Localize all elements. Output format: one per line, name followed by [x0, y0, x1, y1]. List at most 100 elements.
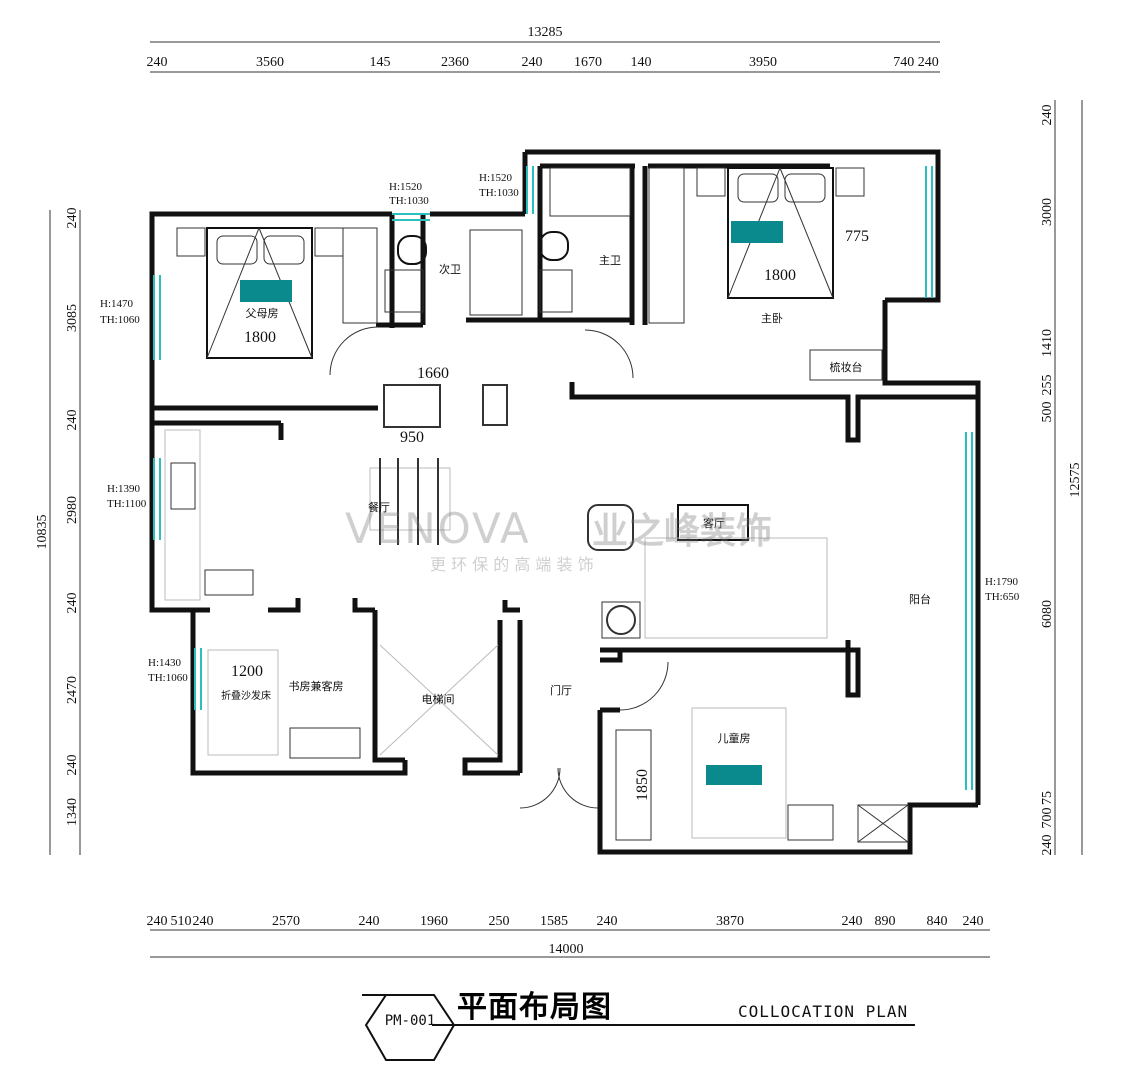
dim-label: 3950 [749, 55, 777, 70]
window-sill-label: TH:1030 [389, 195, 429, 207]
dim-label: 140 [631, 55, 652, 70]
dim-bottom-total: 14000 [549, 942, 584, 957]
room-dressing: 梳妆台 [830, 360, 863, 374]
bed-size-parents: 1800 [244, 329, 276, 346]
dim-label: 75 [1040, 791, 1055, 805]
vanity [384, 269, 424, 313]
drawing-code-hexagon [364, 994, 456, 1061]
watermark-brand-latin: VENOVA [345, 504, 531, 553]
pillow [216, 235, 258, 265]
dim-label: 2360 [441, 55, 469, 70]
dim-label: 3560 [256, 55, 284, 70]
room-dining: 餐厅 [368, 500, 390, 514]
pillow [263, 235, 305, 265]
dim-label: 2570 [272, 914, 300, 929]
pillow [737, 173, 779, 203]
dim-left-total: 10835 [35, 515, 50, 550]
dim-label: 1340 [65, 798, 80, 826]
fridge [383, 384, 441, 428]
pillow [784, 173, 826, 203]
bed-size-master: 1800 [764, 267, 796, 284]
dim-label: 890 [875, 914, 896, 929]
room-living: 客厅 [703, 516, 725, 530]
vanity [539, 269, 573, 313]
dim-label: 240 [193, 914, 214, 929]
room-parents: 父母房 [246, 307, 279, 320]
dim-label: 700 [1040, 808, 1055, 829]
watermark: VENOVA 业之峰装饰 更 环 保 的 高 端 装 饰 [345, 504, 772, 574]
dim-775: 775 [845, 228, 869, 245]
window-height-label: H:1470 [100, 298, 134, 310]
dim-label: 3870 [716, 914, 744, 929]
window-height-label: H:1520 [479, 172, 513, 184]
bed-runner-kids [706, 765, 762, 785]
study-desk [289, 727, 361, 759]
window-height-label: H:1520 [389, 181, 423, 193]
top-dimensions: 13285 240 3560 145 2360 240 1670 140 395… [147, 25, 940, 73]
dim-label: 240 [359, 914, 380, 929]
armchair [587, 504, 634, 551]
bed-runner-parents [240, 280, 292, 302]
cooktop [204, 569, 254, 596]
furniture [164, 167, 909, 843]
window-sill-label: TH:1060 [148, 672, 188, 684]
dim-label: 240 [1040, 835, 1055, 856]
window-height-label: H:1430 [148, 657, 182, 669]
title-block [362, 994, 915, 1061]
dining-table [369, 467, 451, 531]
dim-label: 240 [147, 55, 168, 70]
windows [153, 166, 973, 790]
room-foyer: 门厅 [550, 683, 572, 697]
bottom-dimensions: 14000 240 510 240 2570 240 1960 250 1585… [147, 914, 990, 958]
toilet [539, 231, 569, 261]
dim-label: 240 [65, 755, 80, 776]
tv [677, 504, 749, 541]
room-elevator: 电梯间 [422, 693, 455, 706]
dim-label: 740 240 [893, 55, 939, 70]
window-sill-label: TH:1100 [107, 498, 147, 510]
dim-1660: 1660 [417, 365, 449, 382]
room-master-bath: 主卫 [599, 254, 621, 267]
sofa [644, 537, 828, 639]
room-balcony: 阳台 [909, 592, 931, 606]
kids-desk [787, 804, 834, 841]
room-kids: 儿童房 [718, 731, 751, 745]
nightstand [835, 167, 865, 197]
dim-label: 1585 [540, 914, 568, 929]
dim-label: 1670 [574, 55, 602, 70]
window-sill-label: TH:650 [985, 591, 1020, 603]
nightstand [314, 227, 344, 257]
room-labels: 父母房 1800 次卫 主卫 主卧 1800 775 梳妆台 1660 950 … [221, 228, 931, 801]
dim-label: 510 [171, 914, 192, 929]
dim-label: 240 [65, 593, 80, 614]
nightstand [696, 167, 726, 197]
washing-machine [606, 605, 636, 635]
dim-1200: 1200 [231, 663, 263, 680]
toilet [397, 235, 427, 265]
dim-right-total: 12575 [1068, 463, 1083, 498]
master-wardrobe [648, 167, 685, 324]
dim-label: 2470 [65, 676, 80, 704]
dim-label: 240 [147, 914, 168, 929]
dim-label: 145 [370, 55, 391, 70]
dim-label: 3085 [65, 304, 80, 332]
cabinet [482, 384, 508, 426]
dim-top-total: 13285 [528, 25, 563, 40]
watermark-slogan: 更 环 保 的 高 端 装 饰 [430, 555, 594, 574]
kids-wardrobe [615, 729, 652, 841]
dim-label: 1960 [420, 914, 448, 929]
dim-label: 840 [927, 914, 948, 929]
dim-label: 240 [1040, 105, 1055, 126]
watermark-brand-cn: 业之峰装饰 [592, 511, 772, 552]
room-study: 书房兼客房 [289, 679, 344, 693]
dim-label: 3000 [1040, 198, 1055, 226]
kitchen-counter [164, 429, 201, 601]
room-second-bath: 次卫 [439, 262, 461, 276]
nightstand [176, 227, 206, 257]
dim-label: 240 [597, 914, 618, 929]
dim-950: 950 [400, 429, 424, 446]
dim-1850: 1850 [634, 769, 651, 801]
dim-label: 6080 [1040, 600, 1055, 628]
sofa-bed-label: 折叠沙发床 [221, 689, 271, 702]
